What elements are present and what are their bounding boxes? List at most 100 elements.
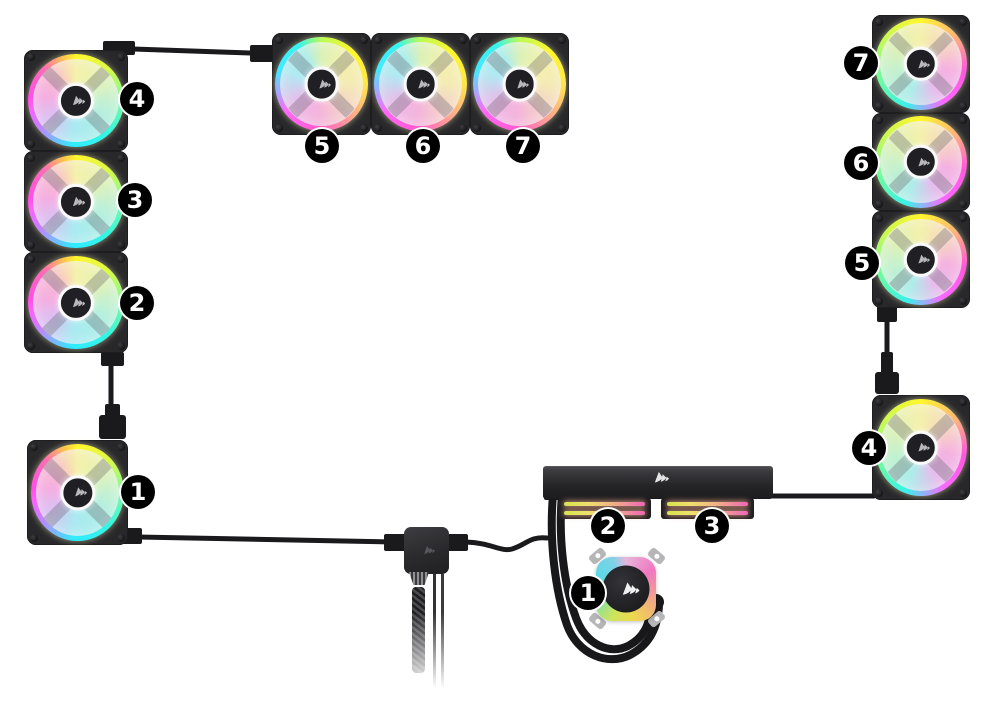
connector-fan5T-left [250,45,274,62]
rgb-fan-top-5 [272,33,371,135]
corsair-logo-icon [423,545,436,555]
rgb-fan-right-4 [872,395,970,500]
cable-fade [398,612,464,709]
connector-fan4R-top [875,372,899,394]
screw-hole [459,36,467,44]
screw-hole [27,241,35,249]
screw-hole [360,124,368,132]
rgb-fan-left-4 [24,50,128,151]
fan-hub [502,66,537,102]
screw-hole [875,116,883,124]
corsair-logo-icon [917,156,931,167]
connector-fan2L-bottom [101,352,124,366]
rgb-fan-left-3 [24,151,128,252]
fan-number-badge: 7 [844,46,878,80]
fan-hub [903,242,939,277]
fan-number-badge: 7 [506,129,540,163]
screw-hole [117,443,125,451]
screw-hole [374,36,382,44]
screw-hole [360,36,368,44]
fan-number-badge: 2 [120,286,154,320]
corsair-logo-icon [72,195,86,206]
fan-number-badge: 6 [406,129,440,163]
screw-hole [27,140,35,148]
screw-hole [117,534,125,542]
fan-number-badge: 1 [121,475,155,509]
rgb-fan-right-7 [872,15,970,113]
cable-hub-to-pump [463,535,550,553]
cable-fan1L-to-hub [135,534,395,545]
fan-hub [903,46,939,82]
fan-number-badge: 4 [120,82,154,116]
fan-hub [304,66,339,102]
screw-hole [959,214,967,222]
screw-hole [117,241,125,249]
screw-hole [959,398,967,406]
fan-number-badge: 1 [571,576,605,610]
fan-hub [57,82,95,119]
screw-hole [959,102,967,110]
screw-hole [875,398,883,406]
rgb-fan-left-2 [24,252,128,353]
fan-hub [57,183,95,220]
screw-hole [117,255,125,263]
screw-hole [959,200,967,208]
rgb-strip [667,502,748,506]
screw-hole [27,255,35,263]
rgb-fan-top-6 [371,33,470,135]
screw-hole [27,53,35,61]
connector-neck-fan1L [105,404,120,418]
fan-number-badge: 6 [844,146,878,180]
rgb-fan-left-1 [27,440,128,545]
corsair-logo-icon [917,441,931,452]
hub-body [404,527,449,574]
screw-hole [875,297,883,305]
screw-hole [558,124,566,132]
screw-hole [117,53,125,61]
connector-hub-left-port [384,534,406,551]
fan-number-badge: 3 [695,509,729,543]
connector-fan5R-bottom [877,306,897,322]
corsair-logo-icon [317,78,331,89]
screw-hole [875,18,883,26]
fan-number-badge: 5 [305,129,339,163]
icue-link-hub [404,527,449,702]
fan-hub [903,430,939,465]
screw-hole [459,124,467,132]
corsair-logo-icon [653,470,670,483]
cable-fan4L-to-fan5T [130,46,253,56]
screw-hole [117,342,125,350]
screw-hole [875,214,883,222]
fan-number-badge: 2 [591,509,625,543]
screw-hole [473,124,481,132]
corsair-logo-icon [72,296,86,307]
pump-rgb-cap [596,557,656,621]
corsair-logo-icon [416,78,430,89]
corsair-logo-icon [917,253,931,264]
fan-number-badge: 3 [118,183,152,217]
corsair-logo-icon [917,58,931,69]
connector-hub-right-port [446,534,468,551]
connector-fan1L-top [99,415,126,439]
fan-hub [59,474,96,511]
corsair-logo-icon [515,78,529,89]
corsair-logo-icon [73,486,88,497]
hub-pigtail-connector [409,572,429,585]
screw-hole [27,154,35,162]
screw-hole [959,489,967,497]
screw-hole [275,124,283,132]
fan-hub [903,144,939,180]
screw-hole [875,102,883,110]
screw-hole [875,200,883,208]
corsair-logo-icon [621,581,640,595]
screw-hole [558,36,566,44]
screw-hole [374,124,382,132]
corsair-logo-icon [72,94,86,105]
rgb-fan-top-7 [470,33,569,135]
screw-hole [30,443,38,451]
screw-hole [959,116,967,124]
connector-neck-fan4R [881,352,893,376]
screw-hole [27,342,35,350]
screw-hole [473,36,481,44]
